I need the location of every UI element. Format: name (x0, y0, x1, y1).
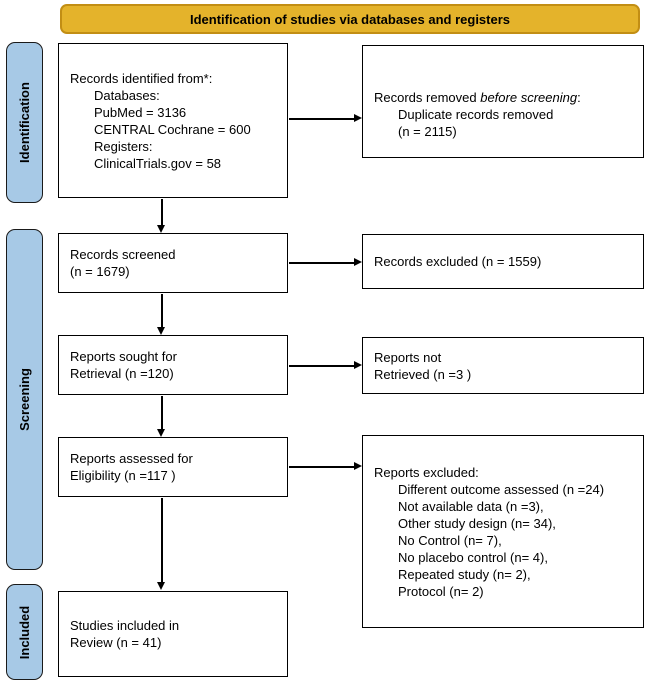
box-lines: Records excluded (n = 1559) (374, 253, 637, 270)
arrowhead-down-icon (157, 225, 165, 233)
arrow-assessed-to-reports-excluded (289, 462, 362, 471)
text-segment-italic: before screening (480, 90, 578, 105)
box-reports-excluded: Reports excluded: Different outcome asse… (362, 435, 644, 628)
text-segment: Records removed (374, 90, 481, 105)
text-line: Databases: (94, 87, 160, 103)
text-line: Other study design (n= 34), (398, 515, 556, 531)
arrow-sought-to-assessed (157, 396, 166, 437)
stage-label-included: Included (17, 605, 33, 659)
text-line: Duplicate records removed (398, 107, 554, 122)
text-line: Records excluded (n = 1559) (374, 254, 542, 269)
text-line: Reports not (374, 349, 442, 365)
arrowhead-right-icon (354, 114, 362, 122)
text-line: CENTRAL Cochrane = 600 (94, 121, 251, 137)
box-records-identified: Records identified from*: Databases:PubM… (58, 43, 288, 198)
arrow-assessed-to-included (157, 498, 166, 590)
stage-tab-screening: Screening (6, 229, 43, 570)
box-title: Records identified from*: (70, 70, 213, 86)
text-line: (n = 2115) (398, 124, 457, 139)
text-line: (n = 1679) (70, 264, 130, 279)
box-title: Reports excluded: (374, 464, 479, 480)
text-segment: : (577, 90, 581, 105)
arrow-screened-to-sought (157, 294, 166, 335)
box-records-screened: Records screened (n = 1679) (58, 233, 288, 293)
text-line: Records screened (70, 247, 176, 262)
text-line: Protocol (n= 2) (398, 583, 484, 599)
box-detail-lines: Different outcome assessed (n =24)Not av… (374, 481, 637, 600)
stage-tab-identification: Identification (6, 42, 43, 203)
text-line: Retrieved (n =3 ) (374, 366, 472, 382)
arrow-identified-to-removed (289, 114, 362, 123)
text-line: Different outcome assessed (n =24) (398, 481, 605, 497)
text-line: PubMed = 3136 (94, 104, 187, 120)
arrowhead-right-icon (354, 258, 362, 266)
arrowhead-right-icon (354, 361, 362, 369)
text-line: Studies included in (70, 618, 180, 633)
text-line: Eligibility (n =117 ) (70, 468, 176, 483)
arrow-identified-to-screened (157, 199, 166, 233)
arrowhead-down-icon (157, 327, 165, 335)
text-line: Review (n = 41) (70, 635, 162, 650)
text-line: Repeated study (n= 2), (398, 566, 531, 582)
arrow-sought-to-not-retrieved (289, 361, 362, 370)
text-line: Retrieval (n =120) (70, 366, 174, 381)
banner-label: Identification of studies via databases … (189, 11, 511, 27)
stage-label-identification: Identification (17, 82, 33, 163)
arrowhead-down-icon (157, 429, 165, 437)
arrowhead-right-icon (354, 462, 362, 470)
box-title: Records removed before screening: (374, 89, 637, 106)
box-studies-included-in-review: Studies included in Review (n = 41) (58, 591, 288, 677)
banner-identification-via-databases: Identification of studies via databases … (60, 4, 640, 34)
text-line: Reports assessed for (70, 451, 193, 466)
text-line: No placebo control (n= 4), (398, 549, 548, 565)
box-detail-lines: Duplicate records removed (n = 2115) (374, 106, 637, 140)
stage-tab-included: Included (6, 584, 43, 680)
arrowhead-down-icon (157, 582, 165, 590)
box-records-excluded: Records excluded (n = 1559) (362, 234, 644, 289)
text-line: Registers: (94, 138, 153, 154)
box-lines: Records screened (n = 1679) (70, 246, 281, 280)
arrow-screened-to-excluded (289, 258, 362, 267)
box-records-removed-before-screening: Records removed before screening: Duplic… (362, 45, 644, 158)
text-line: No Control (n= 7), (398, 532, 502, 548)
stage-label-screening: Screening (17, 368, 33, 431)
box-lines: Studies included in Review (n = 41) (70, 617, 281, 651)
text-line: Reports sought for (70, 349, 177, 364)
text-line: ClinicalTrials.gov = 58 (94, 155, 222, 171)
text-line: Not available data (n =3), (398, 498, 544, 514)
